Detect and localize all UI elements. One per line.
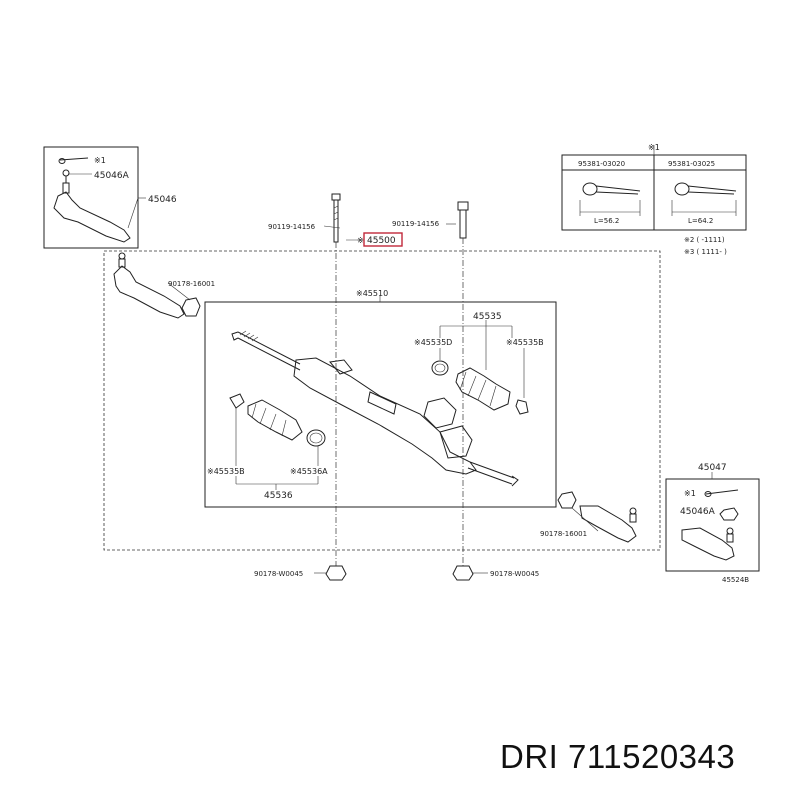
- right-boot-icon: [431, 360, 529, 415]
- lock-nut-icon-left: [181, 297, 201, 317]
- inset-right-dim: L=64.2: [688, 217, 713, 225]
- label-mark-right: ※1: [684, 489, 696, 498]
- inset-mark: ※1: [648, 143, 660, 152]
- tie-rod-end-icon-left: [113, 252, 185, 319]
- tie-rod-end-icon-right: [579, 505, 637, 543]
- label-45500-mark: ※: [357, 236, 364, 245]
- label-45510: ※45510: [356, 289, 388, 298]
- label-90178-16001-right: 90178-16001: [540, 530, 587, 538]
- label-45536A: ※45536A: [290, 467, 328, 476]
- label-45536: 45536: [264, 491, 293, 501]
- label-90119-right: 90119-14156: [392, 220, 440, 228]
- label-90119-left: 90119-14156: [268, 223, 316, 231]
- label-45535B-left: ※45535B: [207, 467, 245, 476]
- lock-nut-icon-right: [557, 491, 577, 509]
- label-45535B-right: ※45535B: [506, 338, 544, 347]
- label-ref-code: 45524B: [722, 576, 749, 584]
- label-45535: 45535: [473, 312, 502, 322]
- label-90178-16001-left: 90178-16001: [168, 280, 215, 288]
- inset-note-1: ※2 ( -1111): [684, 236, 725, 244]
- label-45535D: ※45535D: [414, 338, 452, 347]
- label-mark-top: ※1: [94, 156, 106, 165]
- tie-rod-end-icon-lower-right: [681, 489, 739, 561]
- leader-lines: [68, 173, 713, 574]
- main-assembly-outline: [103, 250, 661, 551]
- cotter-pin-icon-right: [671, 182, 737, 216]
- brand-part-number: DRI 711520343: [500, 738, 736, 775]
- steering-rack-icon: [231, 330, 519, 487]
- label-45500: 45500: [367, 236, 396, 246]
- nut-icon-left: [325, 565, 347, 581]
- left-tie-rod-end-box: [43, 146, 139, 249]
- nut-icon-right: [452, 565, 474, 581]
- bolt-icon-right: [457, 201, 469, 239]
- label-45046A-top: 45046A: [94, 171, 130, 181]
- cotter-pin-icon-left: [579, 182, 641, 216]
- label-45046: 45046: [148, 195, 177, 205]
- highlight-box-45500: [363, 232, 403, 247]
- inset-right-part: 95381-03025: [668, 160, 715, 168]
- bolt-icon-left: [331, 193, 341, 243]
- inset-left-dim: L=56.2: [594, 217, 619, 225]
- inset-left-part: 95381-03020: [578, 160, 625, 168]
- label-90178-W0045-right: 90178-W0045: [490, 570, 539, 578]
- rack-assembly-box: [204, 301, 557, 508]
- label-90178-W0045-left: 90178-W0045: [254, 570, 303, 578]
- tie-rod-end-icon-upper-left: [53, 157, 139, 243]
- right-tie-rod-end-box: [665, 478, 760, 572]
- label-45047: 45047: [698, 463, 727, 473]
- inset-note-2: ※3 ( 1111- ): [684, 248, 727, 256]
- label-45046A-right: 45046A: [680, 507, 716, 517]
- left-boot-icon: [229, 393, 326, 447]
